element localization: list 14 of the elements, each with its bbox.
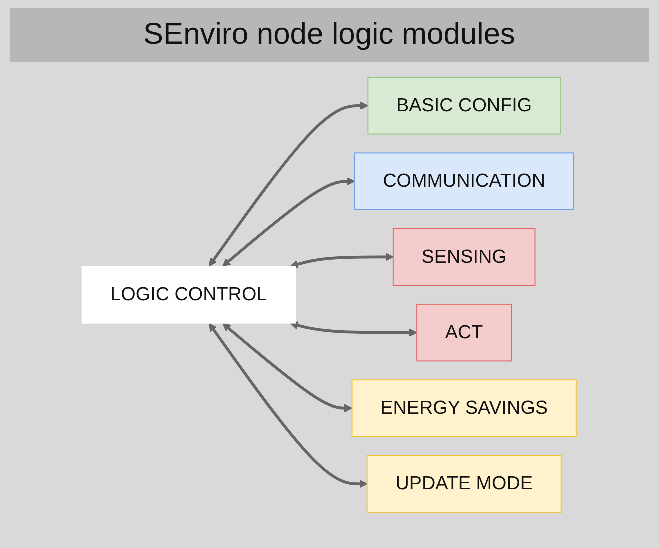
node-box: SENSING [393, 228, 536, 286]
arrow [209, 102, 369, 267]
arrow [222, 323, 353, 413]
node-box: COMMUNICATION [354, 152, 575, 210]
node-box: LOGIC CONTROL [82, 266, 296, 324]
arrow [290, 253, 394, 269]
arrow [209, 323, 368, 488]
arrow [290, 321, 418, 337]
arrow [222, 177, 356, 267]
node-box: BASIC CONFIG [368, 77, 562, 135]
node-box: ENERGY SAVINGS [352, 380, 578, 438]
node-box: UPDATE MODE [367, 455, 562, 513]
node-box: ACT [416, 304, 512, 362]
title: SEnviro node logic modules [10, 8, 649, 62]
